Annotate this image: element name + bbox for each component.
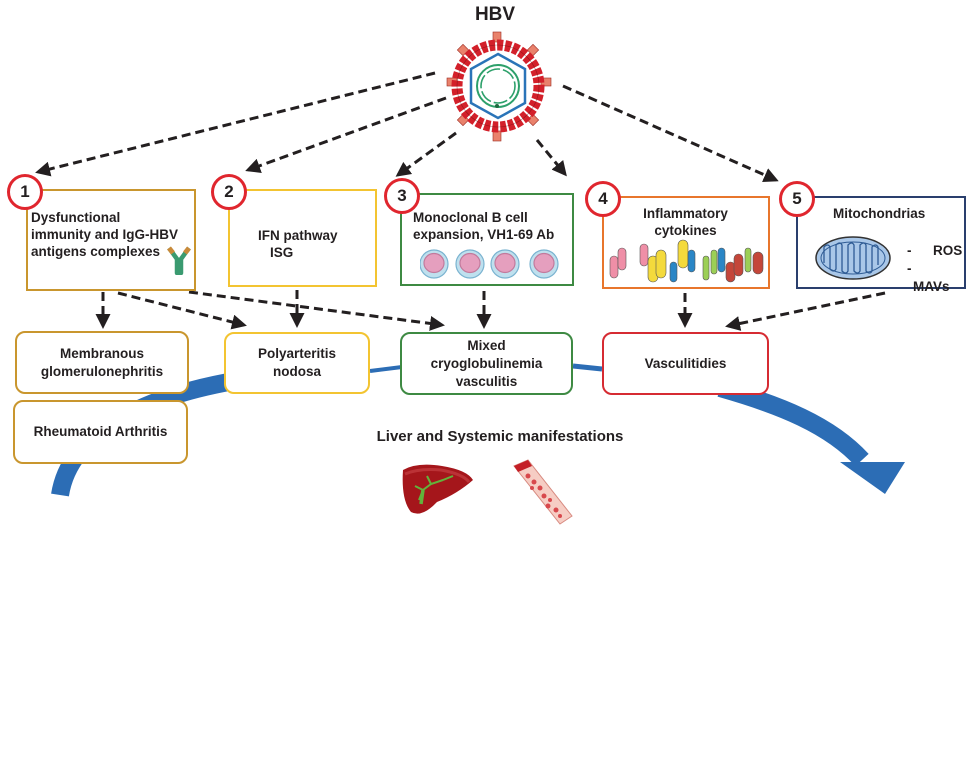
manifestation-line: nodosa [272, 364, 321, 379]
mitochondria-item: -MAVs [907, 261, 950, 294]
cytokine-icon [609, 239, 764, 283]
mechanism-4-line: cytokines [654, 223, 717, 238]
mechanism-2-text: IFN pathway ISG [258, 227, 338, 261]
mechanism-5-title: Mitochondrias [833, 206, 926, 221]
number-badge-4: 4 [585, 181, 621, 217]
liver-systemic-label: Liver and Systemic manifestations [376, 428, 624, 445]
manifestation-membranous-glomerulonephritis: Membranous glomerulonephritis [15, 331, 189, 394]
mechanism-box-1: Dysfunctional immunity and IgG-HBV antig… [26, 189, 196, 291]
manifestation-rheumatoid-arthritis: Rheumatoid Arthritis [13, 400, 188, 464]
mitochondria-items: -ROS -MAVs [907, 242, 964, 296]
mechanism-box-4: Inflammatory cytokines [602, 196, 770, 289]
mechanism-4-text: Inflammatory cytokines [604, 205, 767, 239]
manifestation-line: Membranous [59, 345, 144, 361]
mechanism-2-line: IFN pathway [258, 228, 338, 243]
arrow-hbv-to-3 [395, 131, 457, 177]
manifestation-mixed-cryoglobulinemia: Mixed cryoglobulinemia vasculitis [400, 332, 573, 395]
mechanism-1-text: Dysfunctional immunity and IgG-HBV antig… [31, 209, 191, 260]
manifestation-polyarteritis-nodosa: Polyarteritis nodosa [224, 332, 370, 394]
mechanism-3-text: Monoclonal B cell expansion, VH1-69 Ab [413, 209, 554, 243]
arrow-hbv-to-5 [562, 84, 779, 183]
manifestation-line: cryoglobulinemia [430, 355, 543, 371]
manifestation-line: Polyarteritis [257, 346, 337, 361]
mechanism-4-line: Inflammatory [643, 206, 728, 221]
arrow-hbv-to-4 [535, 139, 567, 177]
mechanism-1-line: antigens complexes [31, 244, 161, 259]
number-badge-5: 5 [779, 181, 815, 217]
manifestation-line: glomerulonephritis [40, 363, 164, 379]
arrow-hbv-to-2 [245, 96, 447, 173]
manifestation-line: Mixed [467, 337, 506, 353]
hbv-virus-icon [446, 31, 552, 142]
manifestation-vasculitidies: Vasculitidies [602, 332, 769, 395]
b-cell-icon [420, 249, 559, 279]
number-badge-1: 1 [7, 174, 43, 210]
mechanism-1-line: immunity and IgG-HBV [31, 227, 179, 242]
mechanism-3-line: Monoclonal B cell [413, 210, 528, 225]
diagram-title: HBV [474, 4, 516, 25]
arrow-1-to-mixed [188, 290, 445, 331]
blood-vessel-icon [513, 459, 573, 525]
mitochondria-item: -ROS [907, 243, 963, 258]
manifestation-line: vasculitis [455, 373, 518, 389]
arrow-1-to-polyarteritis [117, 291, 247, 330]
manifestation-line: Rheumatoid Arthritis [33, 424, 168, 439]
mitochondria-icon [815, 236, 891, 280]
arrow-hbv-to-1 [35, 71, 436, 177]
arrow-5-to-vasculitidies [725, 291, 886, 331]
antibody-icon [167, 246, 191, 275]
mechanism-box-2: IFN pathway ISG [228, 189, 377, 287]
number-badge-2: 2 [211, 174, 247, 210]
mechanism-2-line: ISG [270, 245, 294, 260]
mechanism-1-line: Dysfunctional [31, 210, 121, 225]
mechanism-box-5: Mitochondrias -ROS -MAVs [796, 196, 966, 294]
mechanism-3-line: expansion, VH1-69 Ab [413, 227, 555, 242]
number-badge-3: 3 [384, 178, 420, 214]
liver-icon [402, 464, 473, 514]
manifestation-line: Vasculitidies [644, 355, 727, 371]
mechanism-box-3: Monoclonal B cell expansion, VH1-69 Ab [400, 193, 574, 286]
